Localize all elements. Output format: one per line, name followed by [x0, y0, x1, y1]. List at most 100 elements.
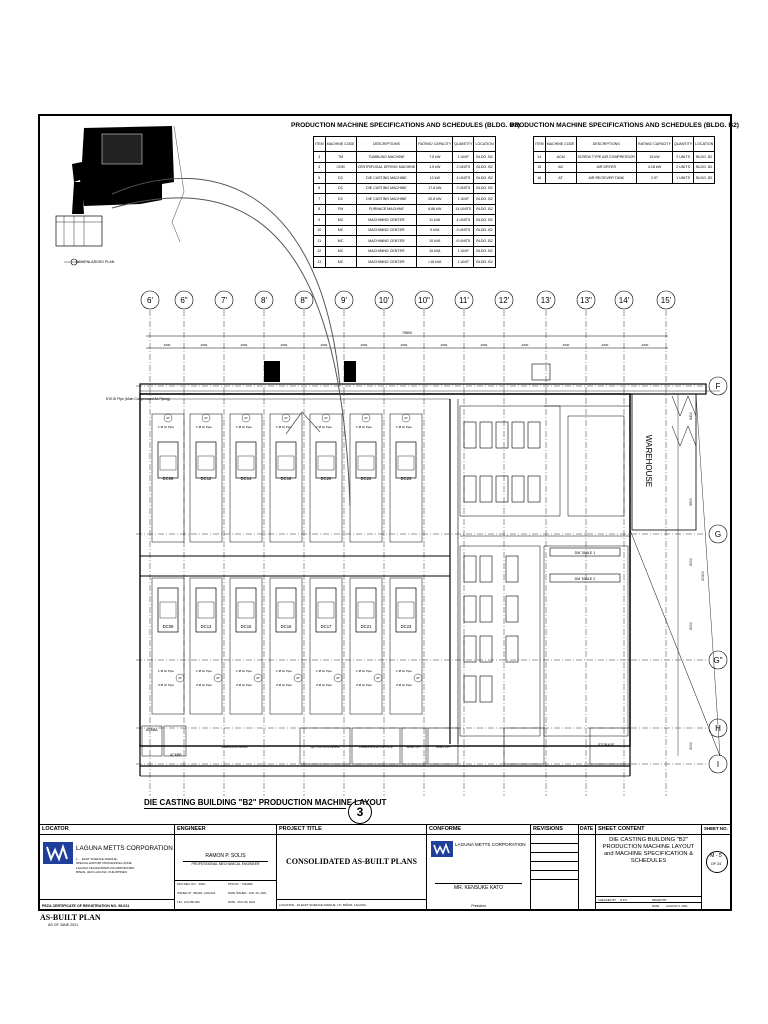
schedule-left-cell: MC — [324, 256, 357, 268]
svg-text:20300: 20300 — [701, 571, 705, 581]
schedule-left-cell: 1 UNIT — [452, 151, 475, 163]
machine-bay — [151, 577, 185, 715]
sheet-no: M - 5 — [710, 853, 722, 859]
conforme-name: MR. KENSUKE KATO — [454, 885, 503, 891]
schedule-left-cell: DC — [324, 182, 357, 194]
tb-date-header: DATE — [580, 826, 594, 832]
tb-sheet-no-header: SHEET NO. — [704, 826, 728, 831]
schedule-left-cell: FM — [324, 203, 357, 215]
pipe-label: 3"Ø GI Pipe — [236, 683, 252, 687]
air-tank-label: AT — [404, 416, 408, 420]
air-tank-tag — [293, 673, 303, 683]
pipe-label: 1"Ø GI Pipe — [236, 425, 252, 429]
pipe-label: 1"Ø GI Pipe — [356, 669, 372, 673]
machining-center — [479, 421, 493, 449]
tb-conforme-header: CONFORME — [429, 826, 462, 832]
grid-row-label: G" — [713, 656, 722, 665]
schedule-right-cell: AIR RECEIVER TANK — [575, 172, 638, 184]
grid-dim: 4000 — [602, 343, 609, 347]
machining-center — [463, 475, 477, 503]
grid-col-label: 13' — [541, 296, 552, 305]
tb-project: PROJECT TITLE CONSOLIDATED AS-BUILT PLAN… — [277, 825, 427, 909]
checked-by-value: R.P.S. — [620, 898, 628, 902]
grid-col-label: 10' — [379, 296, 390, 305]
tb-project-header: PROJECT TITLE — [279, 826, 322, 832]
grid-bubble — [656, 290, 676, 310]
label-acm: ACM8A — [146, 728, 158, 732]
grid-bubble — [454, 290, 474, 310]
schedule-left-col-header: QUANTITY — [452, 136, 475, 152]
schedule-left-cell: 2 UNITS — [452, 161, 475, 173]
schedule-left-col-header: MACHINE CODE — [324, 136, 357, 152]
air-tank-tag — [401, 413, 411, 423]
grid-bubble — [708, 376, 728, 396]
schedule-left-col-header: DESCRIPTIONS — [355, 136, 418, 152]
grid-bubble — [708, 754, 728, 774]
grid-bubble — [708, 524, 728, 544]
grid-col-label: 12' — [499, 296, 510, 305]
key-plan-label: KEY/ENLARGED PLAN — [76, 260, 115, 264]
label-storage: STORAGE — [598, 743, 615, 747]
air-tank-tag — [175, 673, 185, 683]
machine-tag: DC15 — [241, 624, 252, 629]
label-dm1: DM TABLE 1 — [575, 551, 596, 555]
grid-bubble — [140, 290, 160, 310]
die-casting-machine — [235, 441, 257, 479]
label-pipe: 8"Ø GI Pipe (Main Compressed Air Piping) — [106, 397, 170, 401]
pipe-label: 3"Ø GI Pipe — [396, 683, 412, 687]
grid-dim: 4000 — [401, 343, 408, 347]
air-tank-label: AT — [284, 416, 288, 420]
label-dm2: DM TABLE 2 — [575, 577, 596, 581]
pipe-label: 3"Ø GI Pipe — [196, 683, 212, 687]
die-casting-machine — [315, 587, 337, 633]
machining-center — [511, 421, 525, 449]
grid-dim: 4000 — [361, 343, 368, 347]
date-label: DATE — [652, 904, 660, 908]
label-tumbling: TUMBLING AREA — [220, 745, 248, 749]
die-casting-machine — [395, 587, 417, 633]
schedule-right-title: PRODUCTION MACHINE SPECIFICATIONS AND SC… — [510, 122, 739, 129]
grid-col-label: 15' — [661, 296, 672, 305]
grid-bubble — [494, 290, 514, 310]
tb-conforme: CONFORME LAGUNA METTS CORPORATION MR. KE… — [427, 825, 531, 909]
label-qc: QC PATROL AREA — [311, 745, 341, 749]
machine-tag: DC20 — [321, 476, 332, 481]
schedule-left-cell: 1 UNIT — [452, 256, 475, 268]
air-tank-tag — [373, 673, 383, 683]
air-tank-label: AT — [256, 676, 260, 680]
die-casting-machine — [157, 441, 179, 479]
air-tank-label: AT — [296, 676, 300, 680]
grid-col-label: 10" — [418, 296, 430, 305]
conforme-logo-icon — [433, 842, 450, 855]
machine-bay — [229, 577, 263, 715]
grid-bubble — [334, 290, 354, 310]
air-tank-tag — [361, 413, 371, 423]
air-tank-tag — [253, 673, 263, 683]
machine-detail — [159, 455, 177, 471]
machining-center — [511, 475, 525, 503]
die-casting-machine — [275, 587, 297, 633]
pipe-label: 3"Ø GI Pipe — [316, 683, 332, 687]
schedule-right-cell: AIR DRYER — [575, 161, 638, 173]
grid-dim: 4000 — [164, 343, 171, 347]
machining-center — [495, 475, 509, 503]
air-tank-tag — [213, 673, 223, 683]
air-tank-tag — [333, 673, 343, 683]
as-of-label: AS OF JUNE 2021 — [48, 923, 79, 927]
machine-detail — [357, 455, 375, 471]
drawn-by-label: DRAWN BY — [652, 898, 667, 902]
schedule-right-col-header: QUANTITY — [672, 136, 695, 152]
grid-dim: 4000 — [241, 343, 248, 347]
air-tank-label: AT — [178, 676, 182, 680]
machine-tag: DC14 — [241, 476, 252, 481]
sheet-no-circle — [706, 851, 728, 873]
project-title: CONSOLIDATED AS-BUILT PLANS — [285, 857, 417, 866]
machine-detail — [317, 601, 335, 619]
